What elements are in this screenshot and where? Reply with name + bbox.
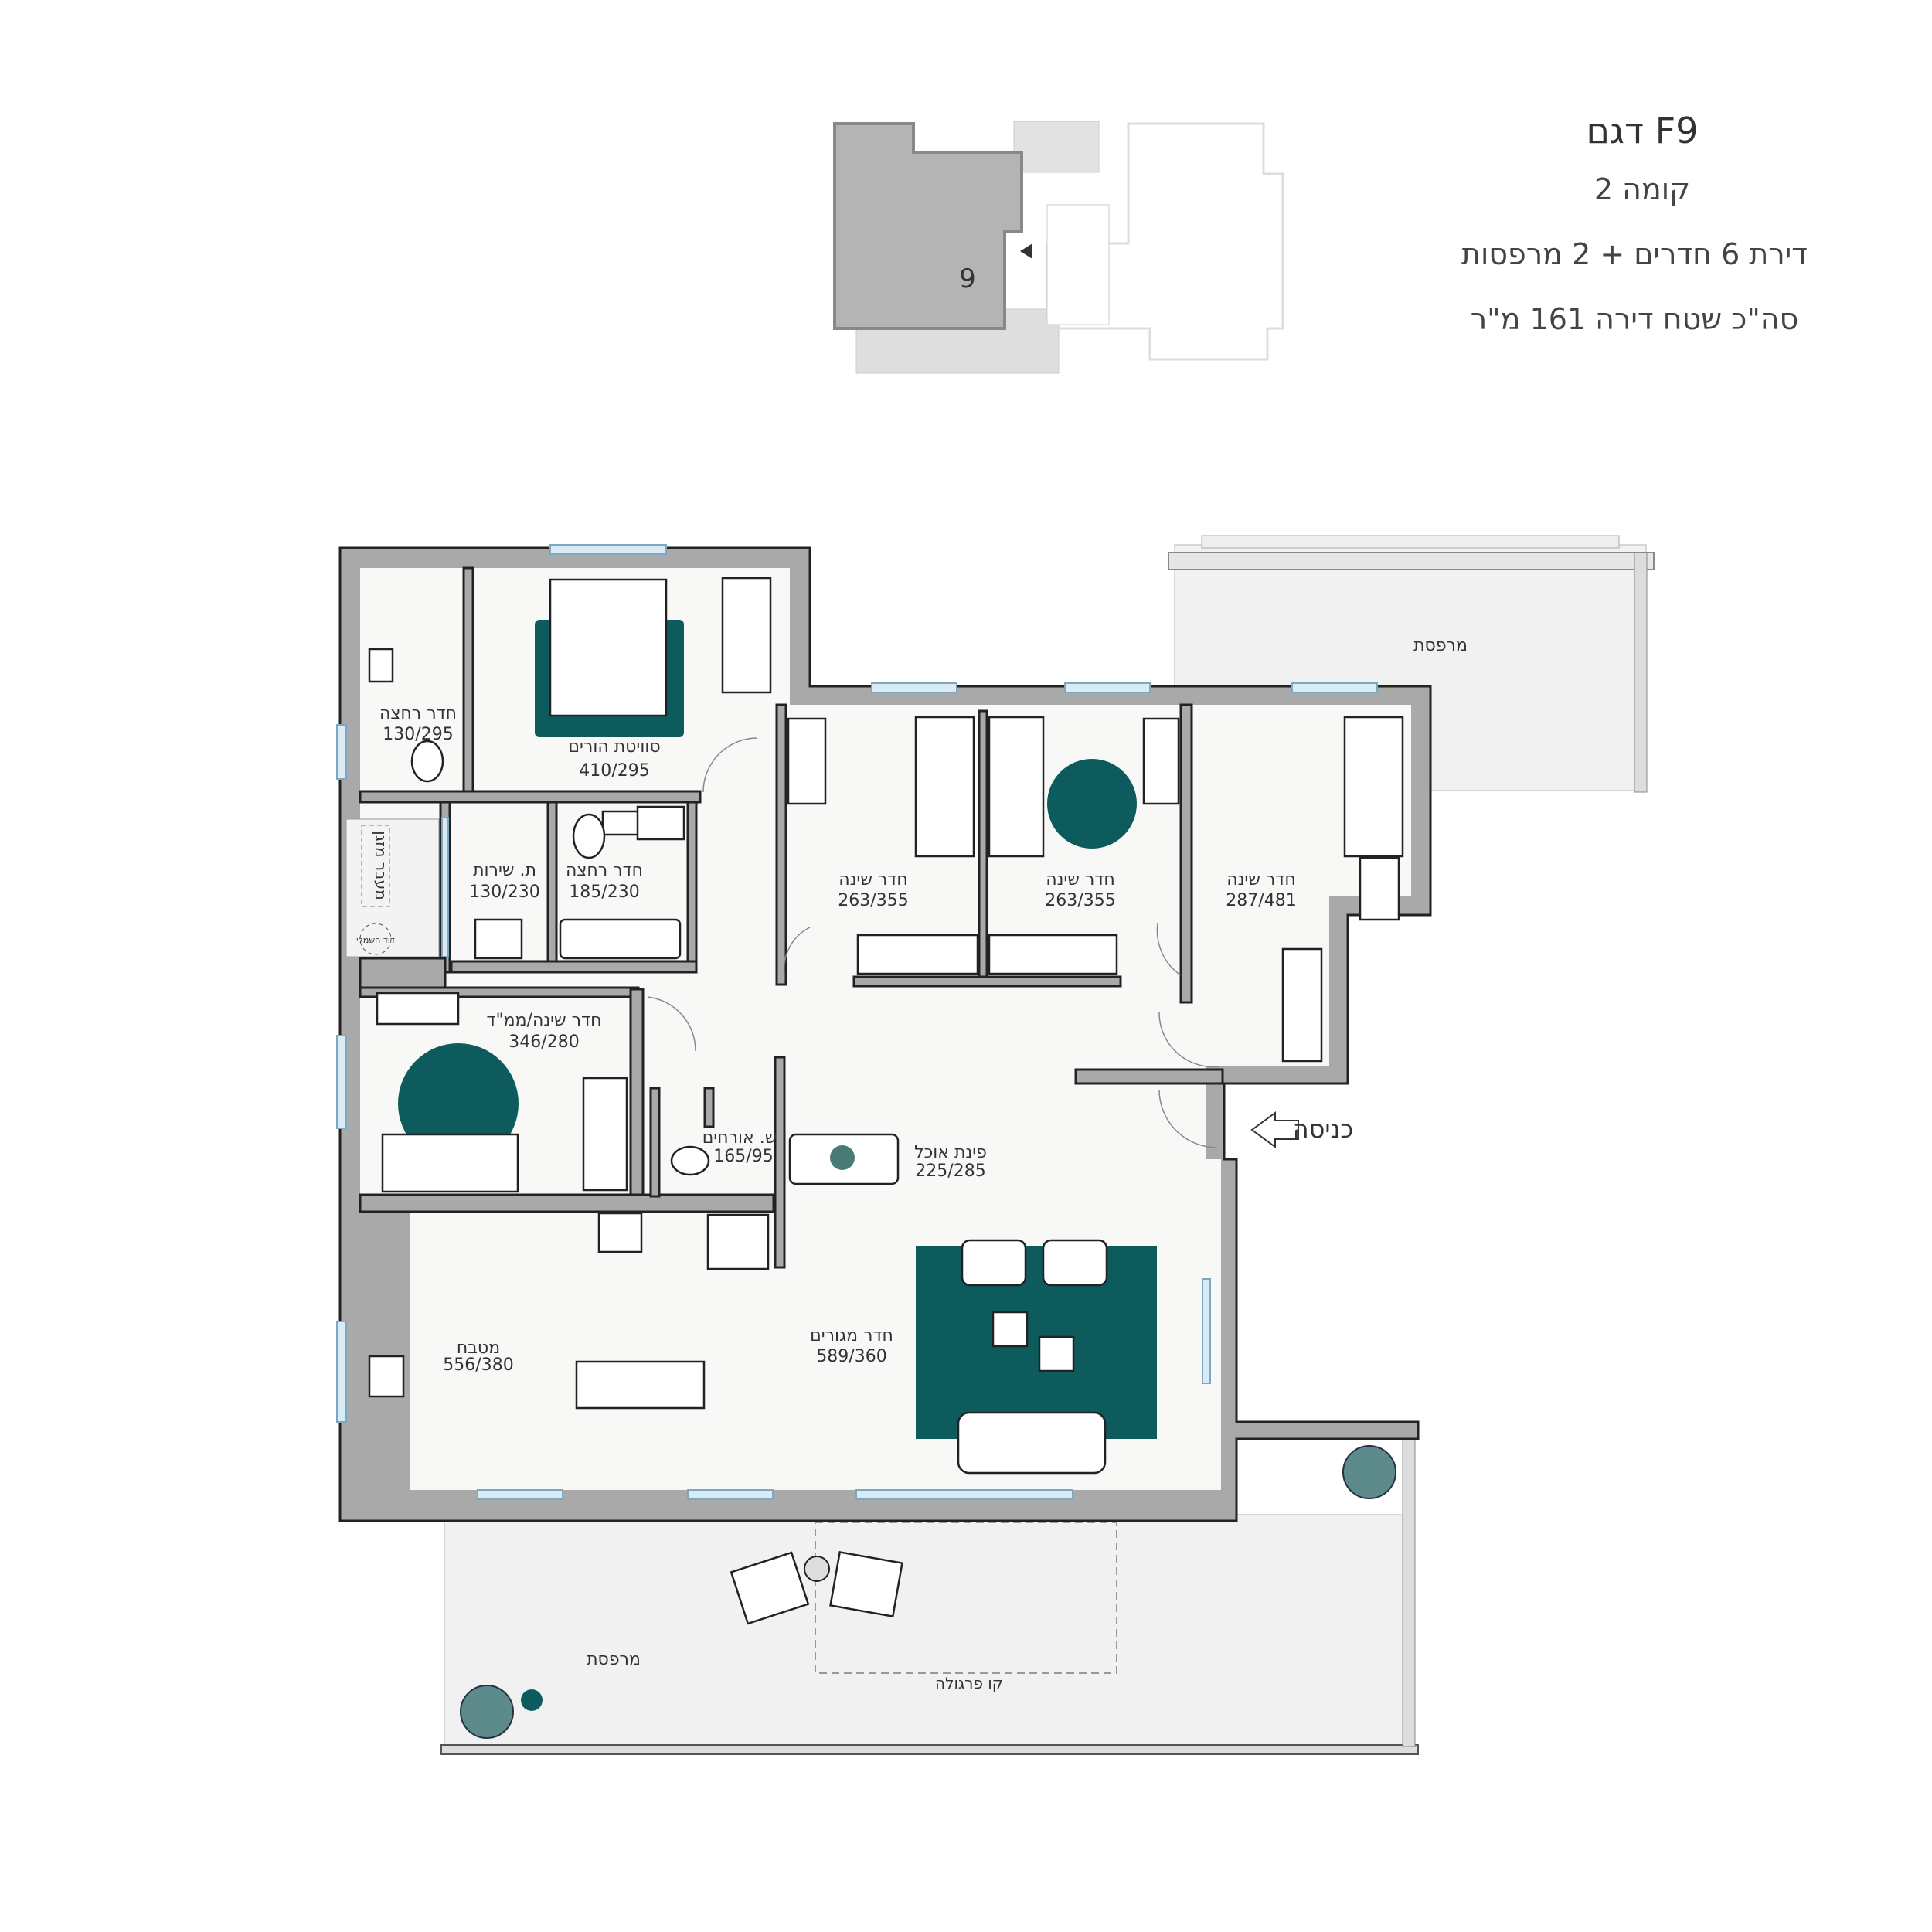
coffee-table: [992, 1311, 1029, 1348]
plant-icon: [521, 1689, 543, 1711]
plant-icon: [1342, 1445, 1396, 1499]
key-plan-unit-number: 9: [959, 264, 976, 294]
room-size: 410/295: [579, 761, 649, 781]
side-table: [804, 1556, 830, 1582]
entrance-label: כניסה: [1293, 1114, 1354, 1144]
key-plan-balcony-top: [1013, 121, 1100, 173]
room-name: חדר שינה: [1226, 870, 1295, 889]
armchair: [961, 1239, 1027, 1287]
room-size: 185/230: [569, 883, 639, 902]
lounge-chair: [829, 1550, 903, 1618]
washing-machine: [474, 918, 523, 960]
model-title: דגם F9: [1587, 110, 1699, 151]
room-size: 263/355: [1045, 891, 1115, 910]
water-heater-label: דוד חשמלי: [356, 935, 395, 945]
sink: [368, 648, 394, 683]
room-name: חדר רחצה: [379, 704, 457, 723]
bed: [1343, 716, 1404, 858]
entrance-arrow-icon: [1250, 1111, 1299, 1148]
floor-label: קומה 2: [1594, 172, 1690, 206]
kitchen-sink: [368, 1355, 405, 1398]
wardrobe: [582, 1077, 628, 1192]
wardrobe: [1281, 947, 1323, 1063]
balcony-label: מרפסת: [587, 1650, 641, 1669]
key-plan-entrance-arrow-icon: [1020, 243, 1032, 259]
room-name: פינת אוכל: [914, 1143, 987, 1162]
room-size: 130/295: [383, 725, 453, 744]
room-name: סוויטת הורים: [568, 737, 660, 757]
windows: [336, 544, 1378, 1500]
coffee-table: [1038, 1335, 1075, 1372]
header: דגם F9 קומה 2 דירת 6 חדרים + 2 מרפסות סה…: [1461, 110, 1808, 336]
sofa: [957, 1411, 1107, 1475]
wardrobe: [856, 934, 979, 975]
room-size: 556/380: [443, 1355, 513, 1375]
room-name: ת. שירות: [473, 861, 536, 880]
room-size: 589/360: [816, 1347, 886, 1366]
desk: [376, 992, 460, 1026]
flower-icon: [830, 1145, 855, 1170]
key-plan-unit: [833, 122, 1023, 330]
bed: [988, 716, 1045, 858]
room-size: 263/355: [838, 891, 908, 910]
wardrobe: [988, 934, 1118, 975]
total-area: סה"כ שטח דירה 161 מ"ר: [1471, 302, 1799, 336]
room-labels: חדר רחצה 130/295 סוויטת הורים 410/295 ת.…: [356, 636, 1468, 1692]
toilet: [410, 740, 444, 783]
desk: [1359, 856, 1400, 921]
room-size: 130/230: [469, 883, 539, 902]
bathtub: [559, 918, 682, 960]
room-size: 346/280: [509, 1032, 579, 1052]
sink: [636, 805, 685, 841]
room-name: חדר מגורים: [810, 1326, 893, 1345]
key-plan-stairs: [1046, 204, 1110, 325]
pergola-label: קו פרגולה: [935, 1674, 1003, 1692]
room-name: חדר שינה/ממ"ד: [487, 1011, 602, 1030]
armchair: [1042, 1239, 1108, 1287]
room-name: חדר רחצה: [566, 861, 643, 880]
room-size: 165/95: [713, 1147, 773, 1166]
kitchen-island: [575, 1360, 706, 1410]
room-name: חדר שינה: [1046, 870, 1114, 889]
round-rug: [1047, 759, 1137, 849]
plant-icon: [460, 1685, 514, 1739]
desk: [1142, 717, 1180, 805]
living-rug: [916, 1246, 1157, 1439]
bed: [914, 716, 975, 858]
balcony-bottom: [440, 1429, 1419, 1755]
room-name: מטבח: [457, 1338, 500, 1358]
ac-passage: [345, 818, 440, 957]
room-size: 225/285: [915, 1162, 985, 1181]
furniture: [368, 577, 1404, 1475]
wardrobe: [721, 577, 772, 694]
apartment-description: דירת 6 חדרים + 2 מרפסות: [1461, 237, 1808, 271]
cooktop: [597, 1212, 643, 1253]
key-plan: 9: [833, 121, 1284, 374]
room-size: 287/481: [1226, 891, 1296, 910]
balcony-label: מרפסת: [1413, 636, 1468, 655]
lounge-chair: [730, 1551, 810, 1625]
pergola-outline: [815, 1522, 1117, 1674]
ac-passage-label: מעבר מזגן: [372, 831, 390, 900]
room-name: חדר שינה: [838, 870, 907, 889]
toilet: [670, 1145, 710, 1176]
desk: [787, 717, 827, 805]
master-bed: [549, 578, 668, 717]
bed: [381, 1133, 519, 1193]
doors: [647, 737, 1220, 1148]
oven: [706, 1213, 770, 1270]
toilet: [572, 813, 606, 859]
room-name: ש. אורחים: [702, 1128, 777, 1148]
